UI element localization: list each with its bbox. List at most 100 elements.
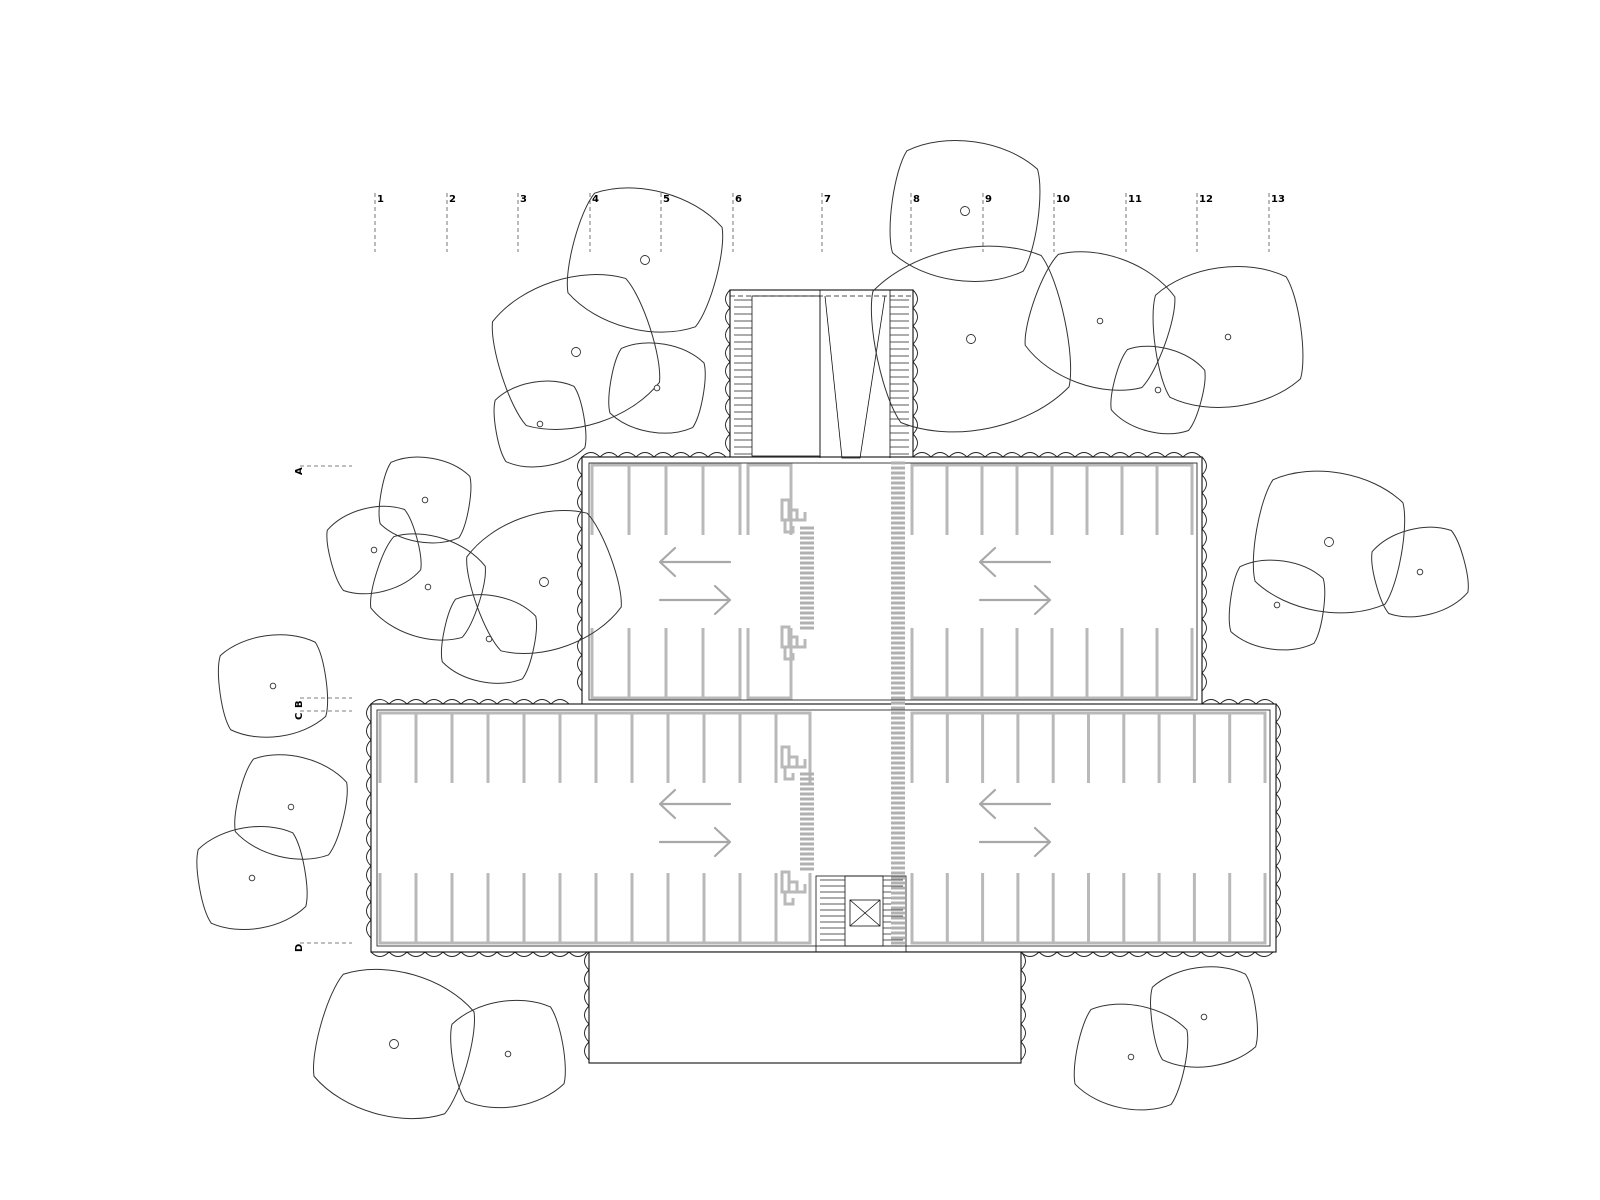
grid-column-label: 1 (377, 194, 384, 205)
scallop-edge (370, 951, 588, 957)
grid-column-label: 8 (913, 194, 920, 205)
tree (234, 754, 348, 860)
core-stair-treads (820, 879, 903, 947)
tree-canopy (1110, 345, 1206, 435)
tree-canopy (1024, 251, 1176, 391)
grid-column-2: 2 (446, 193, 456, 252)
stair-step-icon (780, 870, 807, 906)
stair-step-icon (780, 625, 807, 661)
tree-canopy (870, 245, 1072, 433)
parking-stall-row (910, 628, 1194, 700)
grid-column-12: 12 (1196, 193, 1213, 252)
arrow-left (658, 546, 732, 578)
tree-trunk (370, 546, 378, 554)
tree-trunk (640, 255, 650, 265)
stair-step-icon (780, 745, 807, 781)
grid-row-label: D (294, 944, 305, 952)
tree (326, 505, 422, 595)
tree (441, 594, 537, 684)
tree-canopy (1371, 526, 1469, 618)
tree-canopy (466, 510, 622, 654)
scallop-edge (1201, 699, 1275, 705)
tree-canopy (313, 968, 475, 1120)
scallop-edge (1275, 703, 1281, 939)
column-grid: 1 2 3 4 5 6 7 8 (374, 193, 1285, 252)
tree-trunk (287, 803, 295, 811)
parking-stall-row (590, 463, 742, 535)
tree-trunk (389, 1039, 399, 1049)
scallop-edge (1020, 951, 1026, 1061)
tree-canopy (608, 342, 706, 434)
ramp-stair-treads-left (734, 299, 752, 455)
tree (1150, 966, 1258, 1068)
hatched-walkway (800, 526, 814, 630)
tree-trunk (504, 1050, 512, 1058)
grid-column-11: 11 (1125, 193, 1142, 252)
tree (466, 510, 622, 654)
tree-canopy (196, 826, 308, 930)
arrow-right (658, 826, 732, 858)
tree-canopy (889, 140, 1041, 282)
arrow-right (658, 584, 732, 616)
grid-column-label: 5 (663, 194, 670, 205)
north-ramp-block (729, 289, 914, 459)
tree-canopy (441, 594, 537, 684)
tree-trunk (421, 496, 429, 504)
arrow-right (978, 584, 1052, 616)
arrow-left (978, 788, 1052, 820)
grid-row-b: B (294, 697, 352, 708)
parking-stall-row (378, 873, 778, 945)
tree-canopy (1152, 266, 1304, 408)
tree-trunk (1324, 537, 1334, 547)
tree-canopy (1073, 1003, 1189, 1111)
tree (566, 187, 724, 333)
ramp-stair-treads-right (890, 299, 909, 455)
tree-trunk (539, 577, 549, 587)
grid-column-10: 10 (1053, 193, 1070, 252)
parking-stall-row (910, 463, 1194, 535)
tree-canopy (370, 533, 486, 641)
scallop-edge (581, 452, 727, 458)
grid-column-5: 5 (660, 193, 670, 252)
arrow-left (658, 788, 732, 820)
north-ramp (730, 290, 913, 459)
grid-row-d: D (294, 942, 352, 952)
grid-column-1: 1 (374, 193, 384, 252)
arrow-left (978, 546, 1052, 578)
parking-stall-row (746, 463, 793, 535)
lower-parking-deck (370, 703, 1277, 953)
tree-canopy (1252, 470, 1406, 614)
scallop-edge (370, 699, 570, 705)
tree-trunk (1127, 1053, 1135, 1061)
parking-stall-markings (378, 463, 1267, 945)
parking-stall-row (774, 873, 812, 945)
tree (889, 140, 1041, 282)
grid-row-label: B (294, 700, 305, 708)
tree-trunk (424, 583, 432, 591)
grid-column-label: 2 (449, 194, 456, 205)
tree (1228, 559, 1326, 651)
tree-canopy (491, 274, 661, 430)
tree (313, 968, 475, 1120)
hatched-walkway (800, 772, 814, 871)
grid-row-c: C (294, 710, 352, 720)
arrow-right (978, 826, 1052, 858)
tree (608, 342, 706, 434)
parking-stall-row (774, 711, 812, 783)
scallop-edge (1020, 951, 1274, 957)
grid-column-label: 11 (1128, 194, 1142, 205)
tree-trunk (536, 420, 544, 428)
tree (1110, 345, 1206, 435)
grid-column-label: 13 (1271, 194, 1285, 205)
parking-stall-row (746, 628, 793, 700)
elevator-shaft (849, 899, 881, 927)
tree-canopy (234, 754, 348, 860)
scallop-edge (912, 289, 918, 453)
grid-column-7: 7 (821, 193, 831, 252)
tree (1073, 1003, 1189, 1111)
tree (493, 380, 587, 468)
tree-canopy (326, 505, 422, 595)
tree-canopy (378, 456, 472, 544)
pedestrian-walkways (800, 461, 905, 945)
row-grid: A B C D (294, 465, 352, 952)
